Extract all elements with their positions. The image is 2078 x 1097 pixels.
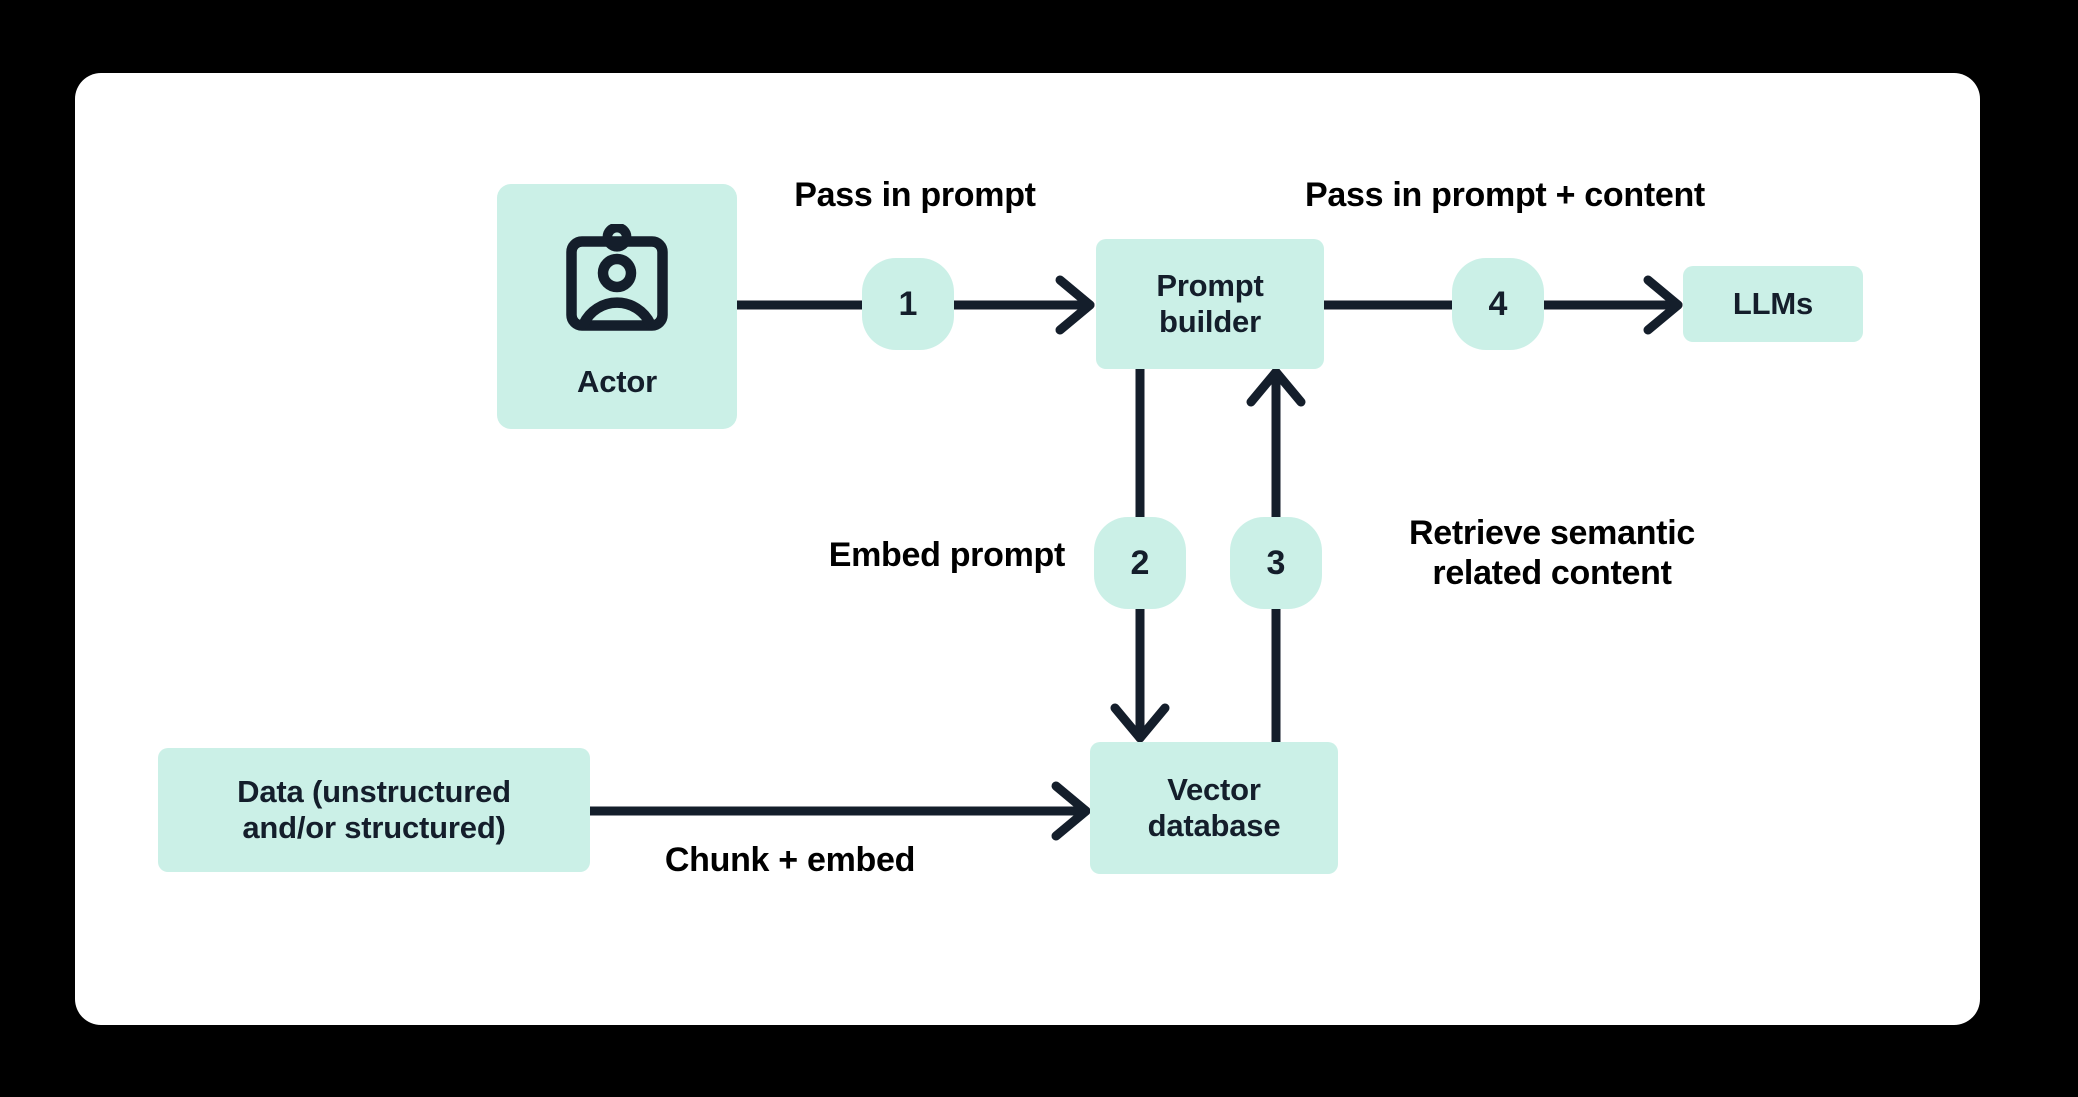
step-badge-1[interactable]: 1 — [862, 258, 954, 350]
node-llms-label: LLMs — [1732, 286, 1814, 322]
node-vector-database[interactable]: Vector database — [1090, 742, 1338, 874]
edge-label-retrieve-semantic-related-content: Retrieve semantic related content — [1409, 514, 1695, 593]
node-data-source-label: Data (unstructured and/or structured) — [237, 774, 511, 845]
id-badge-person-icon — [566, 224, 668, 331]
step-badge-4-number: 4 — [1488, 284, 1508, 323]
node-vector-database-label: Vector database — [1147, 772, 1281, 843]
node-prompt-builder-label: Prompt builder — [1156, 268, 1264, 339]
edge-label-pass-in-prompt: Pass in prompt — [794, 176, 1036, 214]
step-badge-2-number: 2 — [1130, 543, 1150, 582]
node-prompt-builder[interactable]: Prompt builder — [1096, 239, 1324, 369]
edge-label-pass-in-prompt-content: Pass in prompt + content — [1305, 176, 1705, 214]
edge-label-embed-prompt: Embed prompt — [828, 536, 1066, 574]
node-data-source[interactable]: Data (unstructured and/or structured) — [158, 748, 590, 872]
edge-label-chunk-embed: Chunk + embed — [664, 841, 916, 879]
step-badge-4[interactable]: 4 — [1452, 258, 1544, 350]
step-badge-3-number: 3 — [1266, 543, 1286, 582]
node-llms[interactable]: LLMs — [1683, 266, 1863, 342]
node-actor-label: Actor — [577, 364, 657, 399]
step-badge-1-number: 1 — [898, 284, 918, 323]
step-badge-3[interactable]: 3 — [1230, 517, 1322, 609]
node-actor[interactable]: Actor — [497, 184, 737, 429]
step-badge-2[interactable]: 2 — [1094, 517, 1186, 609]
